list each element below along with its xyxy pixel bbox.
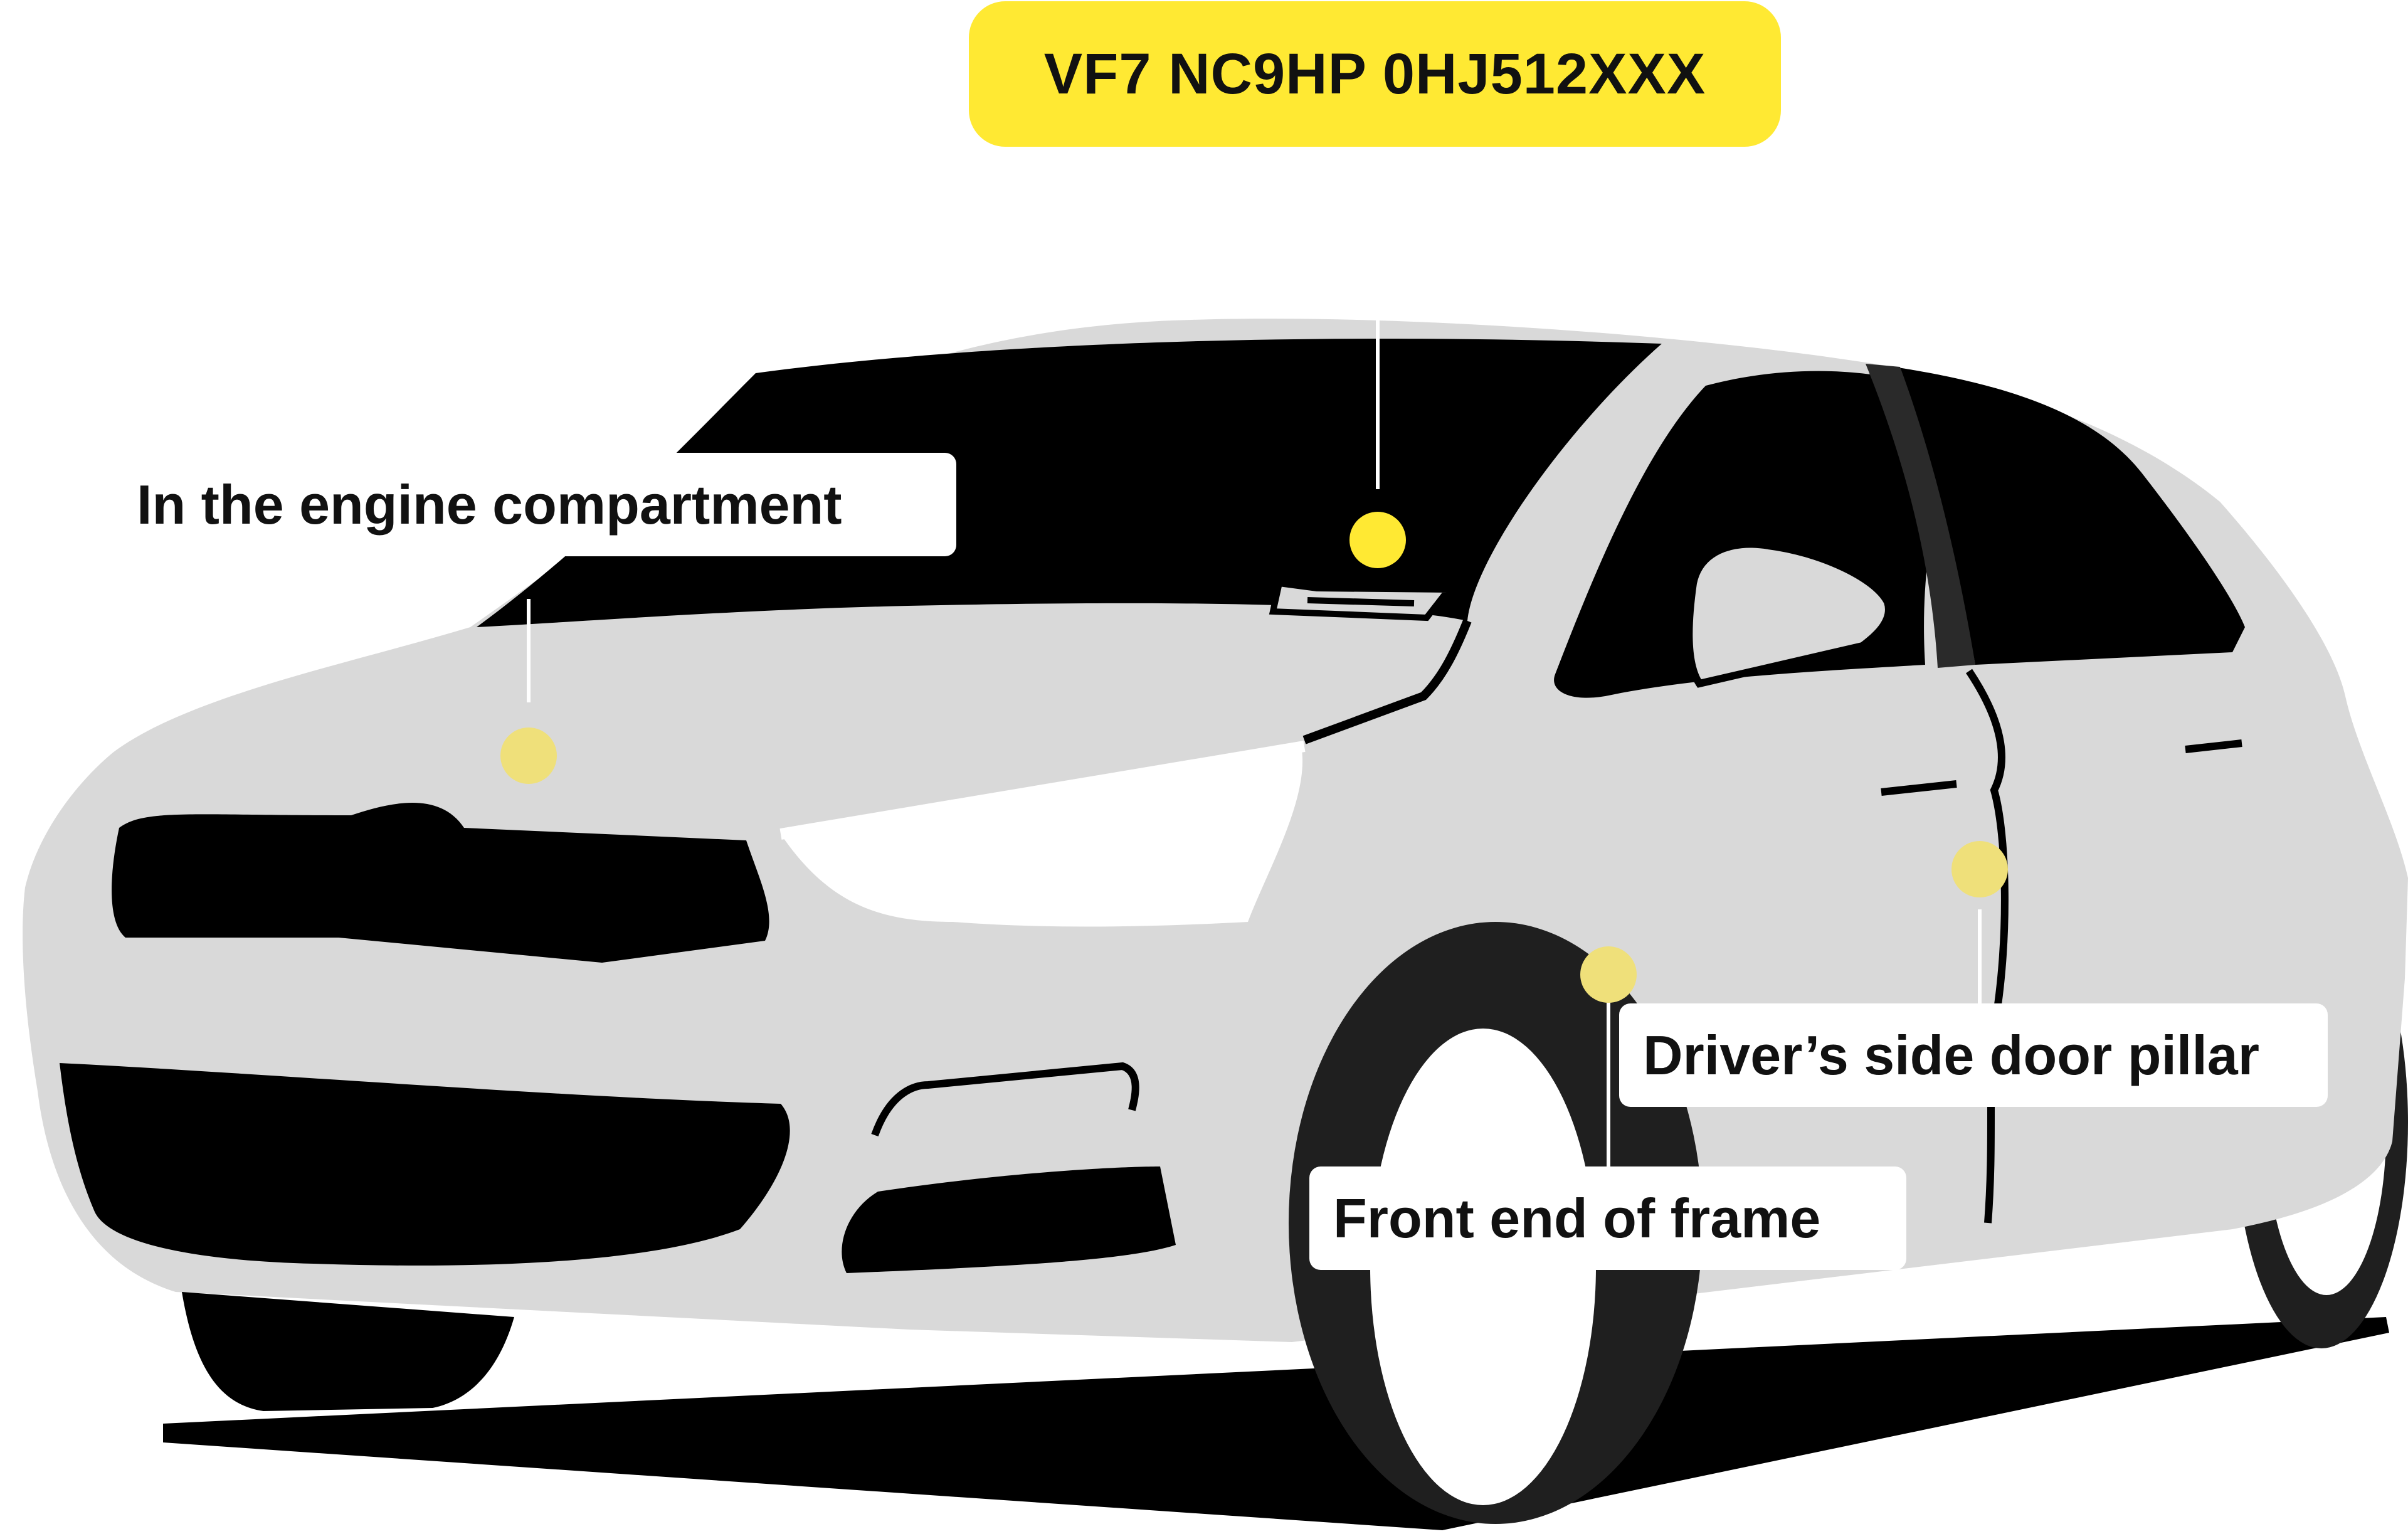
- fog-light-trim: [871, 1062, 1139, 1137]
- callout-frame-front: Front end of frame: [1309, 1166, 1906, 1270]
- marker-dashboard: [1349, 512, 1406, 568]
- headlight: [781, 746, 1303, 927]
- rear-door-handle: [2185, 739, 2242, 753]
- door-seam: [1966, 669, 2009, 1224]
- vin-badge: VF7 NC9HP 0HJ512XXX: [969, 1, 1781, 147]
- vin-text: VF7 NC9HP 0HJ512XXX: [1043, 41, 1706, 106]
- marker-engine: [500, 727, 557, 784]
- ground-shadow: [163, 1317, 2389, 1530]
- side-mirror: [1685, 540, 1893, 688]
- callout-door-pillar: Driver’s side door pillar: [1619, 1003, 2328, 1107]
- marker-frame: [1580, 946, 1637, 1003]
- fog-light: [842, 1166, 1176, 1273]
- marker-door-pillar: [1951, 841, 2008, 897]
- lower-grille: [60, 1063, 790, 1266]
- upper-grille: [112, 803, 769, 963]
- callout-engine-label: In the engine compartment: [137, 473, 842, 536]
- callout-engine-compartment: In the engine compartment: [113, 453, 956, 556]
- wiper-line: [1307, 597, 1415, 606]
- left-tire-shadow: [182, 1292, 514, 1411]
- a-pillar-line: [1302, 619, 1472, 744]
- rear-side-window: [1894, 367, 2245, 665]
- b-pillar-stripe: [1866, 364, 1975, 668]
- callout-door-pillar-label: Driver’s side door pillar: [1643, 1024, 2259, 1086]
- callout-frame-label: Front end of frame: [1333, 1187, 1821, 1249]
- front-door-handle: [1881, 780, 1957, 796]
